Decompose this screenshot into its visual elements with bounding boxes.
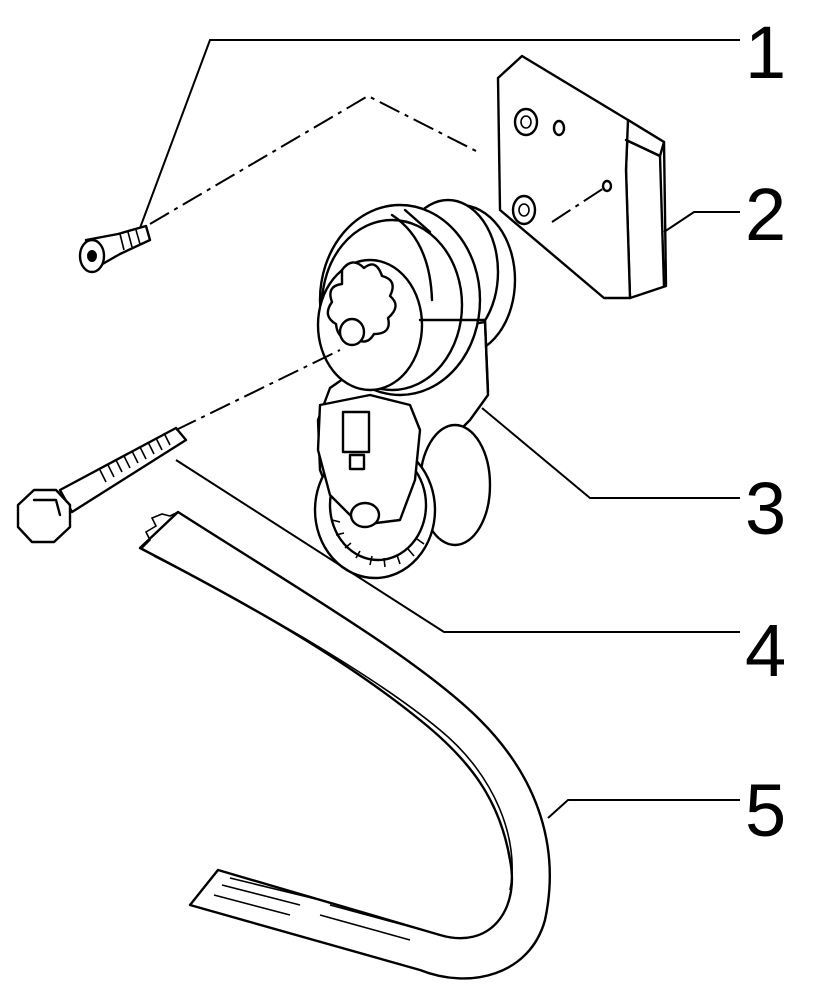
- poly-v-belt: [138, 510, 551, 980]
- callout-1: 1: [745, 11, 786, 94]
- callout-4: 4: [745, 609, 786, 692]
- hex-bolt: [16, 426, 188, 544]
- countersunk-screw: [78, 224, 152, 274]
- mounting-plate: [496, 54, 668, 300]
- callout-2: 2: [745, 173, 786, 256]
- belt-tensioner-pulley: [313, 198, 517, 580]
- callout-3: 3: [745, 467, 786, 550]
- leader-lines: [139, 39, 740, 819]
- callout-5: 5: [745, 769, 786, 852]
